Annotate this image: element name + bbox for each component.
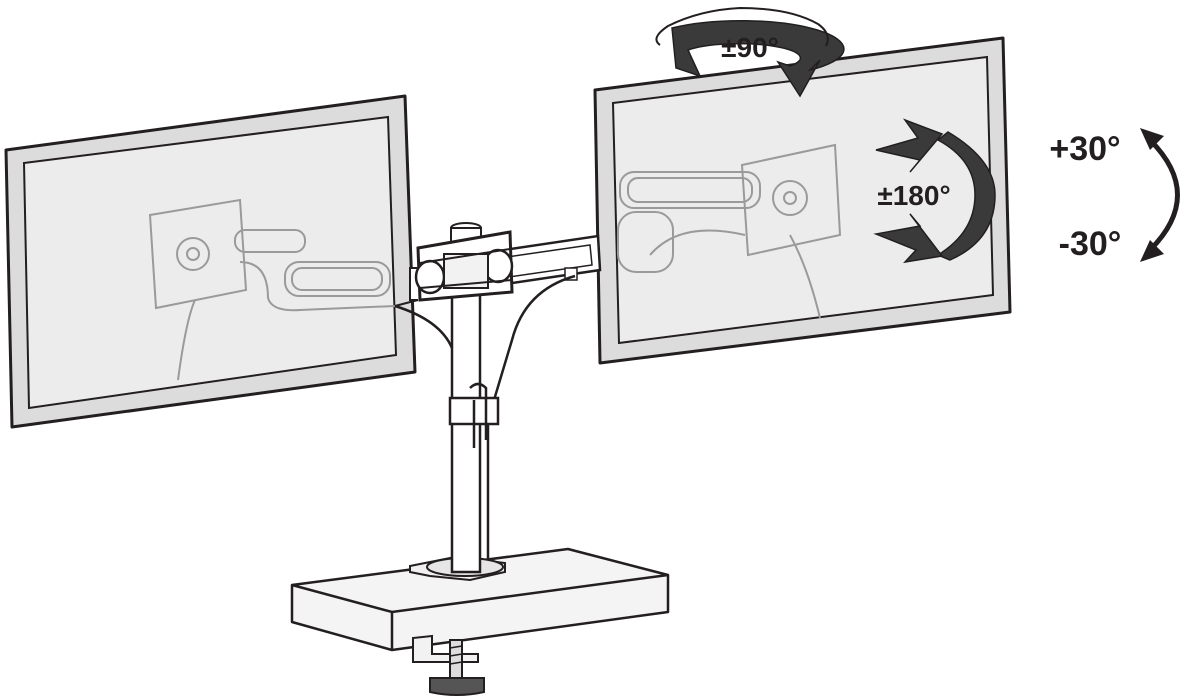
desk	[290, 547, 670, 652]
rotation-angle-label: ±180°	[877, 180, 950, 211]
arm-hub	[414, 230, 514, 302]
rotation-arrow-icon	[873, 118, 996, 264]
tilt-arrow-icon	[1140, 128, 1180, 262]
swivel-angle-label: ±90°	[721, 32, 779, 63]
left-monitor-ghost-mount	[148, 198, 396, 381]
tilt-down-label: -30°	[1059, 225, 1122, 263]
desk-clamp	[412, 634, 485, 696]
right-monitor-ghost-mount	[617, 143, 842, 319]
tilt-up-label: +30°	[1049, 130, 1120, 168]
swivel-arrow-icon	[655, 6, 845, 98]
left-monitor	[4, 94, 417, 429]
cable-clip	[448, 382, 500, 448]
right-monitor	[593, 36, 1012, 365]
